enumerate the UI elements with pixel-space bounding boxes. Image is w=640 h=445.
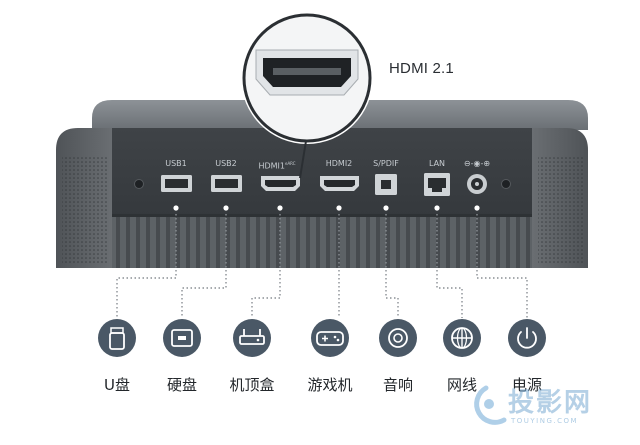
- caption-game-console: 游戏机: [307, 376, 353, 394]
- projector-body: [56, 100, 588, 268]
- watermark-text: 投影网: [508, 388, 593, 418]
- device-icons: [98, 319, 546, 357]
- port-label-hdmi1-tag: eARC: [284, 161, 296, 166]
- connector-lines: [116, 214, 528, 318]
- hdmi1-port: [261, 176, 300, 191]
- screw-hole-left: [134, 179, 144, 189]
- caption-speaker: 音响: [382, 376, 414, 394]
- screw-hole-right: [501, 179, 511, 189]
- port-label-hdmi1-text: HDMI1: [258, 161, 285, 171]
- port-label-hdmi2: HDMI2: [325, 159, 353, 168]
- caption-network-cable: 网线: [446, 376, 478, 394]
- caption-power: 电源: [511, 376, 543, 394]
- spdif-port: [375, 174, 397, 195]
- usb1-port: [161, 175, 192, 192]
- port-panel: [112, 128, 532, 216]
- hdmi-magnifier: [241, 12, 373, 179]
- port-label-usb2: USB2: [215, 159, 237, 168]
- network-globe-icon: [443, 319, 481, 357]
- hard-drive-icon: [163, 319, 201, 357]
- caption-set-top-box: 机顶盒: [229, 376, 275, 394]
- ports: [134, 173, 511, 196]
- port-label-hdmi1: HDMI1eARC: [258, 158, 296, 171]
- port-label-dc: ⊖-◉-⊕: [463, 159, 491, 168]
- dc-power-port: [467, 174, 487, 194]
- set-top-box-icon: [233, 319, 271, 357]
- port-label-usb1: USB1: [165, 159, 187, 168]
- cooling-fins: [112, 216, 532, 268]
- caption-hard-drive: 硬盘: [166, 376, 198, 394]
- watermark-logo-icon: [474, 385, 507, 425]
- hdmi-version-label: HDMI 2.1: [389, 60, 454, 77]
- speaker-icon: [379, 319, 417, 357]
- port-label-spdif: S/PDIF: [373, 159, 399, 168]
- usb2-port: [211, 175, 242, 192]
- usb-drive-icon: [98, 319, 136, 357]
- watermark-subtext: TOUYING.COM: [511, 417, 579, 425]
- port-indicator-dots: [173, 205, 480, 211]
- hdmi2-port: [320, 176, 359, 191]
- power-icon: [508, 319, 546, 357]
- port-label-lan: LAN: [428, 159, 446, 168]
- game-console-icon: [311, 319, 349, 357]
- lan-port: [424, 173, 450, 196]
- caption-usb-drive: U盘: [104, 376, 130, 394]
